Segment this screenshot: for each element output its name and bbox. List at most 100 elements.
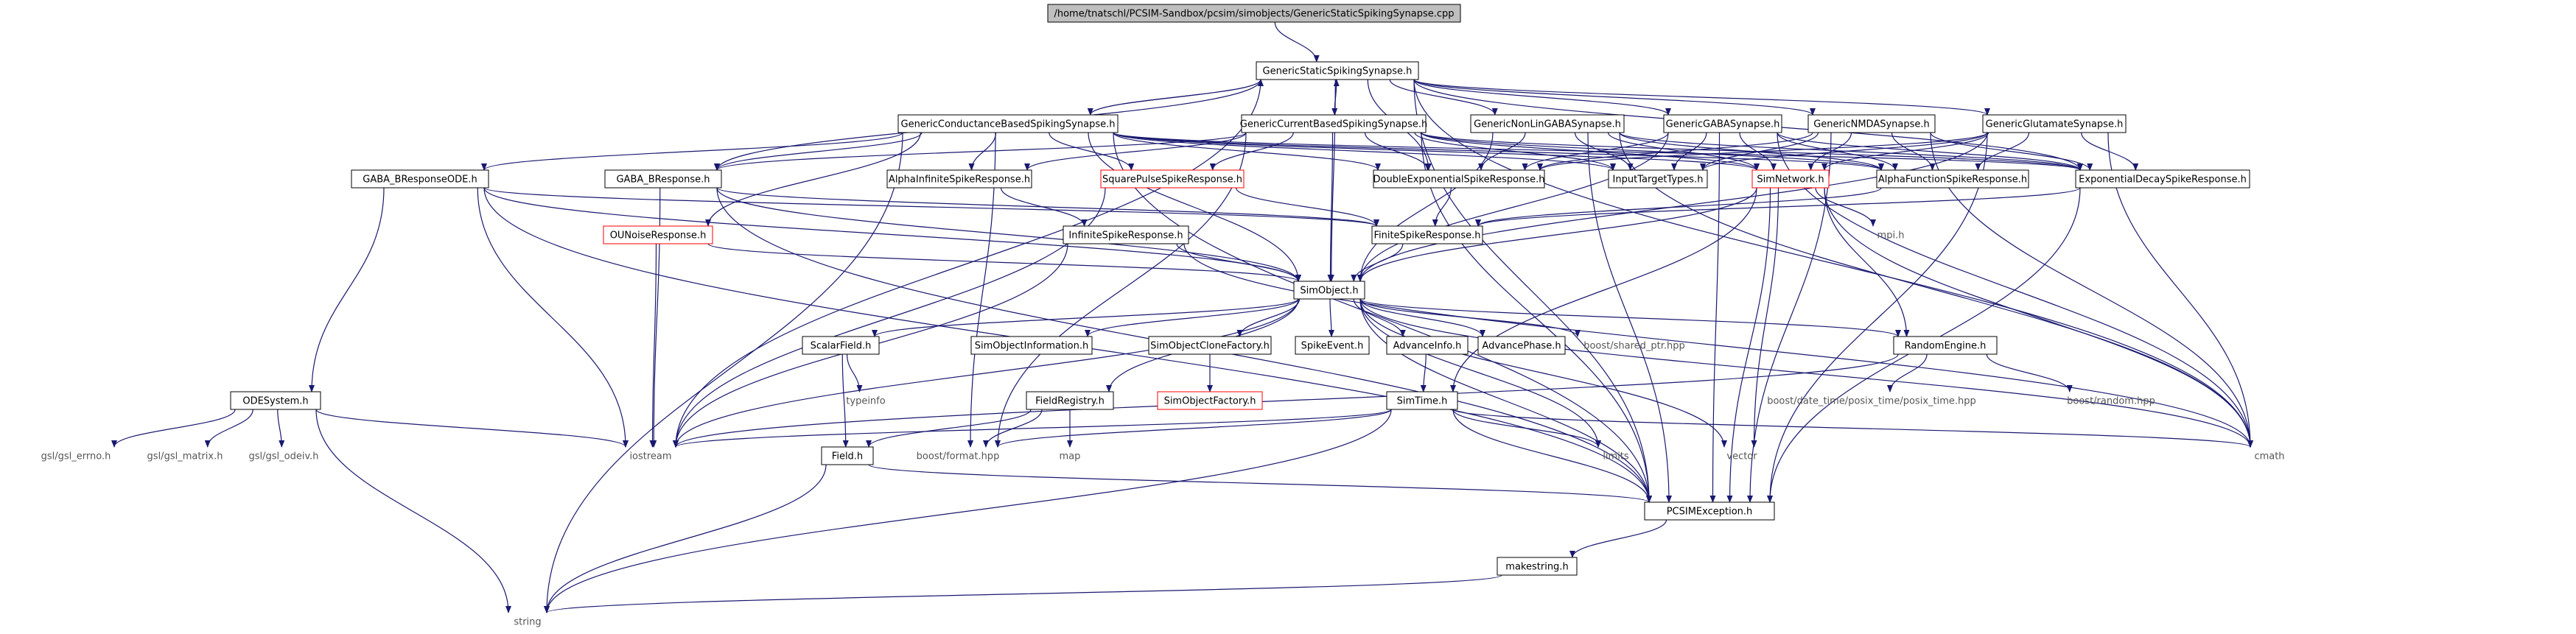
edge-gcurr-to-alphainf [1024, 132, 1247, 171]
edge-gcurr-to-doubleexp [1364, 132, 1431, 171]
node-posixtime: boost/date_time/posix_time/posix_time.hp… [1767, 396, 1976, 407]
node-advinfo-label: AdvanceInfo.h [1393, 341, 1462, 352]
edge-ounoise-to-simobj [707, 243, 1301, 282]
node-field[interactable]: Field.h [821, 446, 874, 465]
node-scalarfield[interactable]: ScalarField.h [802, 336, 880, 355]
edge-gcond-to-string [544, 132, 903, 613]
node-simobjclone[interactable]: SimObjectCloneFactory.h [1148, 336, 1272, 355]
node-gabaresp-box [604, 169, 722, 189]
node-simobjinfo-box [970, 336, 1093, 355]
node-gabaresp[interactable]: GABA_BResponse.h [604, 169, 722, 189]
node-root-box [1047, 4, 1461, 23]
edge-gcurr-to-simnet [1421, 132, 1760, 171]
node-gcurr-box [1241, 114, 1427, 133]
node-inputtarget[interactable]: InputTargetTypes.h [1608, 169, 1708, 189]
edge-gnonlin-to-simnet [1607, 132, 1760, 171]
node-ounoise-box [603, 225, 713, 244]
node-simobjfac[interactable]: SimObjectFactory.h [1157, 391, 1263, 410]
edge-alphafn-to-finite [1475, 187, 1882, 227]
node-alphainf[interactable]: AlphaInfiniteSpikeResponse.h [886, 169, 1032, 189]
node-gcond-label: GenericConductanceBasedSpikingSynapse.h [901, 119, 1116, 130]
node-makestring[interactable]: makestring.h [1497, 557, 1578, 576]
node-odesys[interactable]: ODESystem.h [230, 391, 321, 410]
node-simnet[interactable]: SimNetwork.h [1751, 169, 1830, 189]
node-simobjclone-label: SimObjectCloneFactory.h [1150, 341, 1270, 352]
node-square[interactable]: SquarePulseSpikeResponse.h [1100, 169, 1245, 189]
edge-simtime-to-pcsimexc [1452, 409, 1652, 503]
node-spikeevent[interactable]: SpikeEvent.h [1295, 336, 1370, 355]
node-gnonlin[interactable]: GenericNonLinGABASynapse.h [1470, 114, 1625, 133]
edge-simnet-to-vector [1751, 187, 1779, 448]
node-ounoise[interactable]: OUNoiseResponse.h [603, 225, 713, 244]
node-simtime[interactable]: SimTime.h [1386, 391, 1458, 410]
node-simobj[interactable]: SimObject.h [1293, 281, 1365, 300]
edge-alphainf-to-infinite [1000, 187, 1088, 227]
node-gcurr[interactable]: GenericCurrentBasedSpikingSynapse.h [1240, 114, 1427, 133]
node-randeng[interactable]: RandomEngine.h [1893, 336, 1998, 355]
node-gss[interactable]: GenericStaticSpikingSynapse.h [1256, 61, 1419, 80]
node-simobj-box [1293, 281, 1365, 300]
edge-gcurr-to-gss [1333, 79, 1340, 116]
edge-gnonlin-to-simobj [1357, 132, 1494, 282]
edge-gabaode-to-odesys [309, 187, 385, 392]
node-finite[interactable]: FiniteSpikeResponse.h [1371, 225, 1483, 244]
node-advphase[interactable]: AdvancePhase.h [1477, 336, 1566, 355]
node-gabaode-label: GABA_BResponseODE.h [363, 175, 477, 186]
node-ggaba[interactable]: GenericGABASynapse.h [1663, 114, 1782, 133]
node-simobjinfo[interactable]: SimObjectInformation.h [970, 336, 1093, 355]
node-advinfo-box [1386, 336, 1469, 355]
node-simobjclone-box [1148, 336, 1272, 355]
node-expdecay[interactable]: ExponentialDecaySpikeResponse.h [2075, 169, 2250, 189]
node-root[interactable]: /home/tnatschl/PCSIM-Sandbox/pcsim/simob… [1047, 4, 1461, 23]
node-makestring-box [1497, 557, 1578, 576]
node-advinfo[interactable]: AdvanceInfo.h [1386, 336, 1469, 355]
edge-simnet-to-mpi [1815, 187, 1876, 227]
edge-gglut-to-inputtarget [1700, 132, 1988, 171]
node-odesys-label: ODESystem.h [242, 396, 308, 407]
node-infinite[interactable]: InfiniteSpikeResponse.h [1063, 225, 1189, 244]
edge-odesys-to-gslodeiv [277, 409, 285, 448]
node-gabaode[interactable]: GABA_BResponseODE.h [351, 169, 489, 189]
node-limits: limits [1603, 451, 1629, 462]
node-advphase-box [1477, 336, 1566, 355]
edge-gglut-to-alphafn [1975, 132, 2030, 171]
node-spikeevent-box [1295, 336, 1370, 355]
edge-simobj-to-sharedptr [1359, 298, 1581, 337]
edge-gcond-to-ounoise [705, 132, 921, 227]
edge-gnonlin-to-doubleexp [1478, 132, 1526, 171]
node-fieldreg[interactable]: FieldRegistry.h [1026, 391, 1114, 410]
edge-infinite-to-cmath [1183, 243, 2253, 448]
edge-ggaba-to-expdecay [1777, 132, 2083, 171]
node-vector-label: vector [1726, 451, 1757, 462]
edge-odesys-to-iostream [315, 409, 629, 448]
node-cmath: cmath [2254, 451, 2284, 462]
node-gglut-label: GenericGlutamateSynapse.h [1986, 119, 2124, 130]
node-gcond[interactable]: GenericConductanceBasedSpikingSynapse.h [897, 114, 1119, 133]
node-format: boost/format.hpp [917, 451, 1000, 462]
node-gcond-box [897, 114, 1119, 133]
edge-finite-to-simobj [1351, 243, 1404, 282]
node-alphafn[interactable]: AlphaFunctionSpikeResponse.h [1876, 169, 2029, 189]
edge-simobj-to-iostream [673, 298, 1299, 448]
node-mpi-label: mpi.h [1877, 230, 1905, 242]
edge-randeng-to-boostrandom [1986, 353, 2073, 392]
node-gglut[interactable]: GenericGlutamateSynapse.h [1982, 114, 2127, 133]
node-inputtarget-label: InputTargetTypes.h [1613, 175, 1704, 186]
node-finite-label: FiniteSpikeResponse.h [1373, 230, 1480, 242]
edge-infinite-to-simobj [1176, 243, 1301, 282]
node-makestring-label: makestring.h [1505, 562, 1568, 573]
node-fieldreg-box [1026, 391, 1114, 410]
node-simtime-box [1386, 391, 1458, 410]
node-doubleexp[interactable]: DoubleExponentialSpikeResponse.h [1373, 169, 1545, 189]
node-gnmda[interactable]: GenericNMDASynapse.h [1807, 114, 1936, 133]
node-doubleexp-label: DoubleExponentialSpikeResponse.h [1373, 175, 1545, 186]
edge-gabaresp-to-simobj [716, 187, 1301, 282]
node-pcsimexc-label: PCSIMException.h [1667, 507, 1753, 518]
node-typeinfo: typeinfo [846, 396, 885, 407]
node-format-label: boost/format.hpp [917, 451, 1000, 462]
edge-gcond-to-alphafn [1113, 132, 1884, 171]
edge-gss-to-simobj [1328, 79, 1336, 282]
node-pcsimexc[interactable]: PCSIMException.h [1644, 501, 1775, 521]
node-randeng-label: RandomEngine.h [1905, 341, 1987, 352]
